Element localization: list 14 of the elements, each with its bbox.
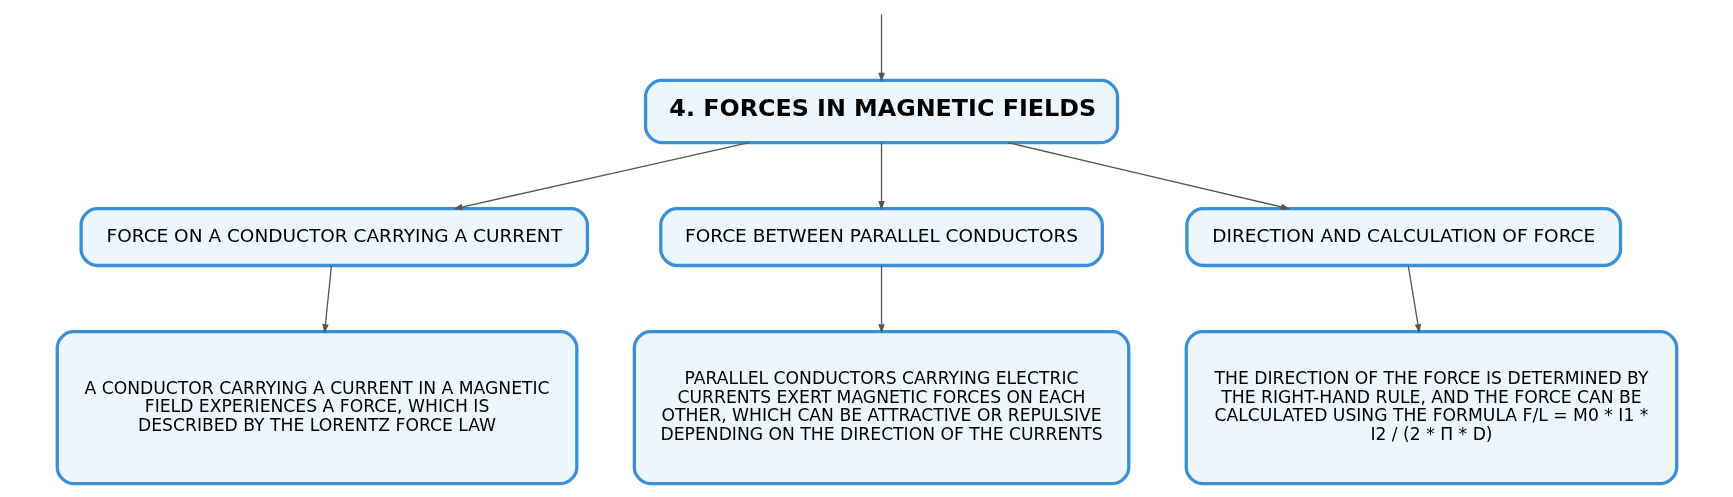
node-box: A CONDUCTOR CARRYING A CURRENT IN A MAGNETIC FIELD EXPERIENCES A FORCE, WHICH IS DESCRIBED BY THE LORENTZ FORCE LAW	[55, 329, 578, 486]
arrow	[877, 13, 885, 83]
arrow	[1407, 265, 1421, 334]
node-box: FORCE ON A CONDUCTOR CARRYING A CURRENT	[78, 207, 589, 268]
node-box: 4. FORCES IN MAGNETIC FIELDS	[643, 78, 1119, 145]
node-box: FORCE BETWEEN PARALLEL CONDUCTORS	[658, 207, 1104, 268]
arrow	[877, 265, 885, 334]
node-box: DIRECTION AND CALCULATION OF FORCE	[1184, 207, 1622, 268]
arrow	[452, 141, 750, 211]
node-box: THE DIRECTION OF THE FORCE IS DETERMINED BY THE RIGHT-HAND RULE, AND THE FORCE CAN BE CALCULATED USING THE FORMULA F/L = Μ0 * I1 * I2 / (2 * Π * D)	[1184, 329, 1678, 486]
arrow	[877, 141, 885, 211]
node-box: PARALLEL CONDUCTORS CARRYING ELECTRIC CURRENTS EXERT MAGNETIC FORCES ON EACH OTHER, WHICH CAN BE ATTRACTIVE OR REPULSIVE DEPENDING ON THE DIRECTION OF THE CURRENTS	[632, 329, 1130, 486]
arrow	[1006, 141, 1290, 211]
arrow	[321, 265, 332, 334]
